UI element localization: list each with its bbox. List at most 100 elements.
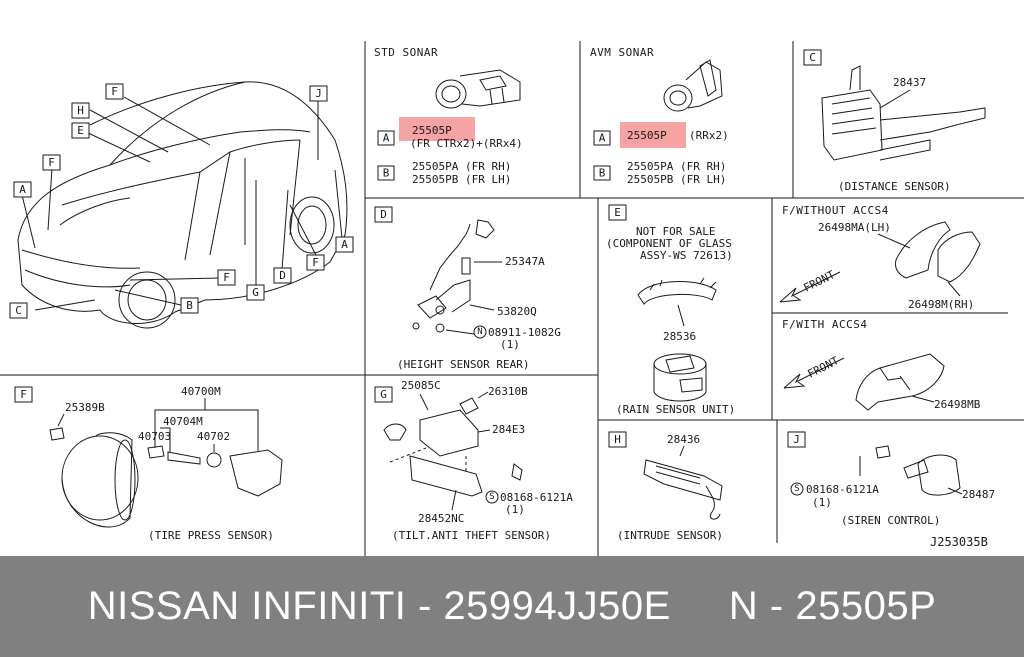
height-part-3: 08911-1082G [488, 326, 561, 339]
accs-without-front-arrow: FRONT [779, 268, 841, 303]
distance-part: 28437 [893, 76, 926, 89]
rain-sensor-drawing [637, 277, 717, 402]
rain-part: 28536 [663, 330, 696, 343]
svg-text:E: E [614, 206, 621, 219]
callout-b-label: B [186, 299, 193, 312]
part-number-banner: NISSAN INFINITI - 25994JJ50E N - 25505P [0, 556, 1024, 657]
callout-f-mid: F [217, 269, 236, 286]
tire-part-5: 40702 [197, 430, 230, 443]
tilt-bolt-symbol: S [485, 490, 499, 504]
callout-a-left-label: A [19, 183, 26, 196]
callout-f-left-label: F [48, 156, 55, 169]
svg-text:N: N [477, 327, 482, 337]
intrude-sensor-drawing [643, 445, 723, 520]
tire-part-1: 25389B [65, 401, 105, 414]
accs-without-part-lh: 26498MA(LH) [818, 221, 891, 234]
svg-text:S: S [489, 492, 494, 502]
callout-f-right-label: F [312, 256, 319, 269]
intrude-part: 28436 [667, 433, 700, 446]
avm-sonar-b-line1: 25505PA (FR RH) [627, 160, 726, 173]
height-key: D [374, 206, 393, 223]
tire-caption: (TIRE PRESS SENSOR) [148, 529, 274, 542]
accs-without-title: F/WITHOUT ACCS4 [782, 204, 889, 217]
svg-text:C: C [809, 51, 816, 64]
part-number-banner-text: NISSAN INFINITI - 25994JJ50E N - 25505P [87, 584, 937, 628]
callout-j-label: J [315, 87, 322, 100]
callout-c: C [9, 302, 28, 319]
tilt-part-2: 26310B [488, 385, 528, 398]
siren-bolt-symbol: S [790, 482, 804, 496]
rain-sensor-panel: E NOT FOR SALE (COMPONENT OF GLASS ASSY-… [606, 204, 735, 416]
avm-sonar-key-a: A [593, 130, 611, 146]
callout-e-label: E [77, 124, 84, 137]
siren-key: J [787, 431, 806, 448]
svg-text:B: B [383, 167, 390, 180]
diagram-ref-code: J253035B [930, 535, 988, 549]
rain-note-3: ASSY-WS 72613) [640, 249, 733, 262]
avm-sonar-highlight [620, 122, 686, 148]
distance-key: C [803, 49, 822, 66]
accs-without-front-label: FRONT [801, 268, 837, 295]
height-sensor-drawing [412, 219, 502, 335]
std-sonar-b-line2: 25505PB (FR LH) [412, 173, 511, 186]
callout-a-right: A [335, 236, 354, 253]
rain-caption: (RAIN SENSOR UNIT) [616, 403, 735, 416]
accs-with-panel: F/WITH ACCS4 FRONT 26498MB [782, 318, 981, 411]
svg-text:A: A [599, 132, 606, 145]
height-part-2: 53820Q [497, 305, 537, 318]
svg-text:A: A [383, 132, 390, 145]
std-sonar-panel: STD SONAR A 25505P (FR CTRx2)+(RRx4) B 2… [374, 46, 523, 186]
tilt-part-qty: (1) [505, 503, 525, 516]
distance-sensor-panel: C 28437 (DISTANCE SENSOR) [803, 49, 986, 193]
tire-sensor-panel: F 25389B 40700M 40704M 40703 40702 (TIRE… [14, 385, 283, 542]
avm-sonar-b-line2: 25505PB (FR LH) [627, 173, 726, 186]
avm-sonar-drawing [663, 59, 723, 112]
rain-key: E [608, 204, 627, 221]
panel-grid [0, 41, 1024, 556]
std-sonar-part-a: 25505P [412, 124, 452, 137]
callout-f-mid-label: F [223, 271, 230, 284]
svg-text:J: J [793, 433, 800, 446]
svg-text:S: S [794, 484, 799, 494]
accs-without-drawing [877, 221, 981, 297]
rain-note-2: (COMPONENT OF GLASS [606, 237, 732, 250]
siren-part-1: 08168-6121A [806, 483, 879, 496]
callout-j: J [309, 85, 328, 102]
siren-part-qty: (1) [812, 496, 832, 509]
tilt-key: G [374, 386, 393, 403]
callout-d: D [273, 267, 292, 284]
height-part-qty: (1) [500, 338, 520, 351]
height-sensor-panel: D 25347A 53820Q N 08911-1082G (1) (HEIGH… [374, 206, 561, 371]
std-sonar-drawing [435, 69, 521, 109]
intrude-caption: (INTRUDE SENSOR) [617, 529, 723, 542]
svg-text:H: H [614, 433, 621, 446]
callout-h: H [71, 102, 90, 119]
tire-key: F [14, 386, 33, 403]
avm-sonar-key-b: B [593, 165, 611, 181]
distance-caption: (DISTANCE SENSOR) [838, 180, 951, 193]
tilt-part-5: 28452NC [418, 512, 464, 525]
tire-leader-lines [57, 398, 259, 452]
tilt-part-4: 08168-6121A [500, 491, 573, 504]
std-sonar-b-line1: 25505PA (FR RH) [412, 160, 511, 173]
callout-b: B [180, 297, 199, 314]
svg-text:B: B [599, 167, 606, 180]
callout-a-left: A [13, 181, 32, 198]
std-sonar-key-a: A [377, 130, 395, 146]
accs-with-title: F/WITH ACCS4 [782, 318, 867, 331]
car-leader-lines [21, 96, 343, 311]
callout-d-label: D [279, 269, 286, 282]
callout-c-label: C [15, 304, 22, 317]
height-caption: (HEIGHT SENSOR REAR) [397, 358, 529, 371]
accs-with-front-arrow: FRONT [783, 354, 845, 389]
avm-sonar-part-a: 25505P [627, 129, 667, 142]
distance-sensor-drawing [821, 65, 986, 161]
accs-without-panel: F/WITHOUT ACCS4 26498MA(LH) FRONT 26498M… [779, 204, 981, 311]
height-part-1: 25347A [505, 255, 545, 268]
intrude-sensor-panel: H 28436 (INTRUDE SENSOR) [608, 431, 723, 542]
siren-drawing [859, 445, 963, 496]
accs-with-front-label: FRONT [805, 354, 841, 381]
avm-sonar-note-a: (RRx2) [689, 129, 729, 142]
avm-sonar-title: AVM SONAR [590, 46, 654, 59]
